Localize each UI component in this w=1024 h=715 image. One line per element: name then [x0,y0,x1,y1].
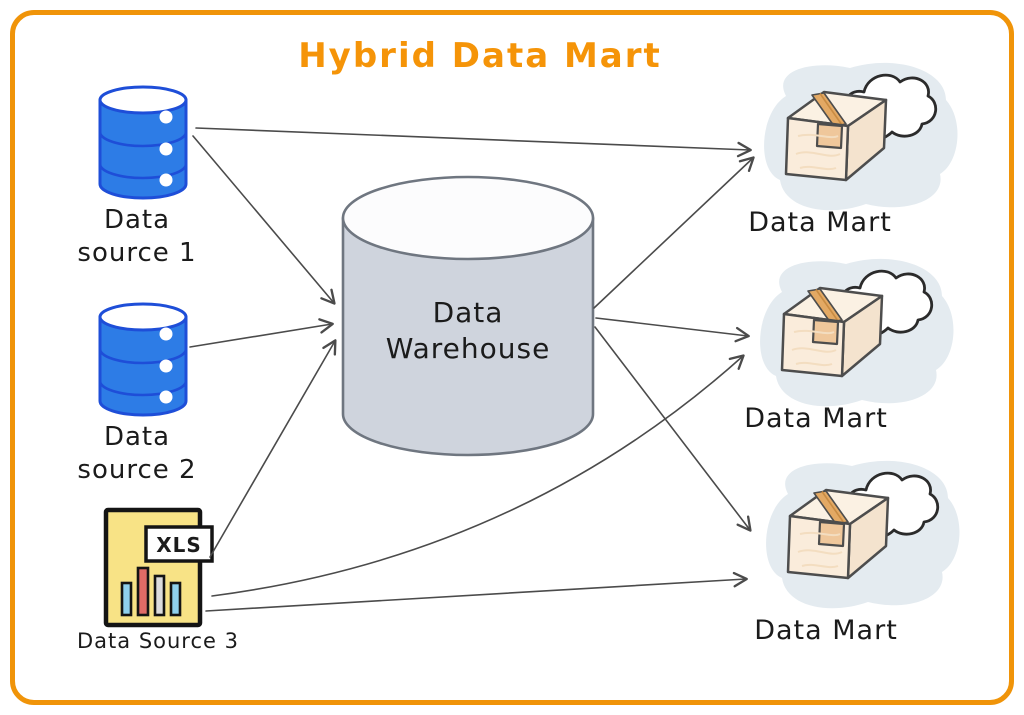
source2-label-line2: source 2 [77,455,197,485]
source1-label-line1: Data [103,205,171,235]
warehouse-label-line2: Warehouse [385,332,551,365]
mart1-label: Data Mart [748,207,892,238]
database-icon-source1 [98,85,188,200]
package-box-cloud-icon-mart1 [762,61,959,212]
warehouse-cylinder-icon [341,175,595,457]
mart3-label: Data Mart [754,615,898,646]
source2-label: Data source 2 [57,421,217,487]
bar-chart-icon [120,566,182,617]
mart2-label: Data Mart [744,403,888,434]
xls-file-icon: XLS [103,507,214,628]
warehouse-label: Data Warehouse [343,295,593,367]
source1-label: Data source 1 [57,204,217,270]
xls-badge-text: XLS [156,533,202,557]
package-box-cloud-icon-mart3 [764,459,961,610]
source3-label: Data Source 3 [77,629,239,653]
arrow-source2-to-warehouse [189,318,334,348]
arrow-warehouse-to-mart3 [594,326,752,532]
source2-label-line1: Data [103,422,171,452]
arrow-warehouse-to-mart2 [595,317,750,343]
arrow-source1-to-warehouse [192,135,336,305]
database-icon-source2 [98,302,188,417]
package-box-cloud-icon-mart2 [758,257,955,408]
xls-badge: XLS [144,525,214,563]
arrow-source3-to-mart3 [205,571,748,612]
warehouse-label-line1: Data [432,296,504,329]
diagram-title: Hybrid Data Mart [298,36,662,76]
arrow-source1-to-mart1 [195,127,752,158]
arrow-warehouse-to-mart1 [593,156,755,309]
source1-label-line2: source 1 [77,238,197,268]
arrow-source3-to-warehouse [209,339,337,558]
arrow-source3-to-mart2 [211,354,745,597]
